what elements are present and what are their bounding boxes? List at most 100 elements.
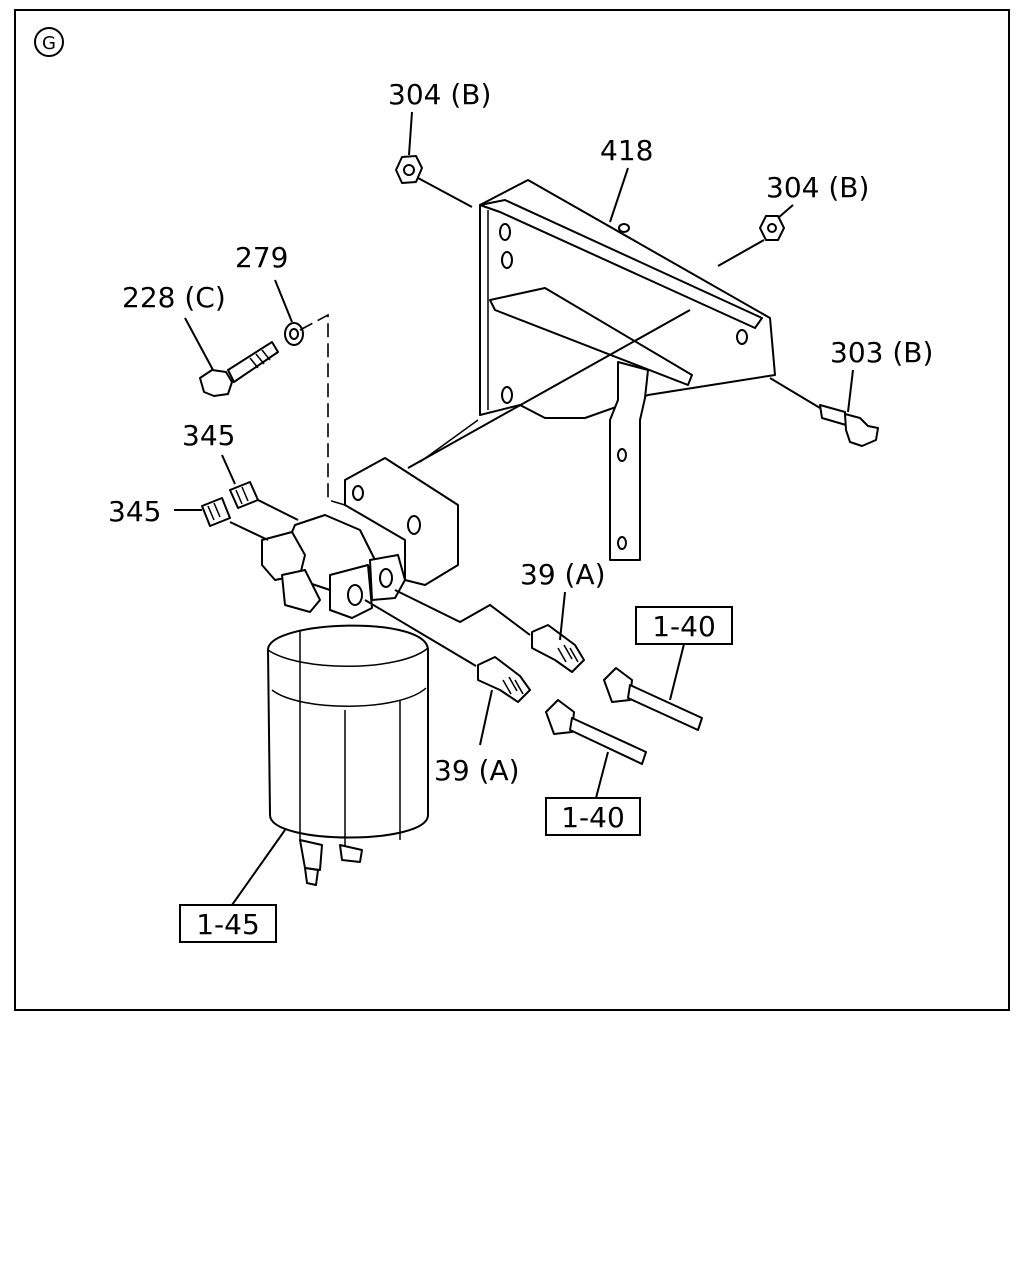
- plug-threads: [235, 486, 249, 505]
- leader-fitting-lower: [479, 689, 493, 746]
- label-plug-345-lower: 345: [108, 495, 161, 528]
- washer-hole: [289, 328, 299, 340]
- leader-bracket: [609, 167, 629, 223]
- bracket-middle-shelf: [489, 287, 693, 386]
- leader-bolt-right: [847, 369, 854, 413]
- label-fitting-39a-upper: 39 (A): [520, 558, 606, 591]
- bolt-head: [844, 413, 879, 447]
- bracket-down-tab: [609, 361, 649, 561]
- leader-washer-path: [299, 313, 346, 506]
- leader-nut-top-to-bracket: [417, 177, 473, 208]
- part-labels: 304 (B) 418 304 (B) 303 (B) 279 228 (C) …: [108, 78, 933, 943]
- bolt-303b: [819, 404, 879, 447]
- bracket-418: [479, 179, 776, 561]
- section-marker-circle: [34, 27, 64, 57]
- label-bolt-303b: 303 (B): [830, 336, 933, 369]
- ref-label-pipe-upper: 1-40: [652, 610, 716, 643]
- ref-box-frame: [635, 606, 733, 645]
- washer-279: [284, 322, 304, 346]
- pipe-tube: [627, 684, 703, 731]
- label-bracket-418: 418: [600, 134, 653, 167]
- filter-drain-tab: [339, 844, 363, 863]
- filter-head-mount-block: [344, 457, 459, 586]
- nut-body: [759, 215, 785, 241]
- filter-head-port-front: [329, 564, 373, 619]
- leader-filter: [231, 829, 286, 906]
- nut-304b-top: [395, 155, 423, 184]
- filter-bowl-ribs: [299, 630, 401, 850]
- section-marker-letter: G: [42, 33, 56, 54]
- label-washer-279: 279: [235, 241, 288, 274]
- fitting-39a-lower: [477, 656, 531, 703]
- label-plug-345-upper: 345: [182, 419, 235, 452]
- washer-ring: [284, 322, 304, 346]
- plug-threads: [207, 502, 221, 521]
- bracket-hole: [501, 251, 513, 269]
- leader-nut-top: [408, 111, 413, 156]
- ref-box-filter[interactable]: 1-45: [179, 904, 277, 943]
- leader-washer: [274, 279, 293, 323]
- leader-plug-upper-to-head: [257, 499, 299, 521]
- pipe-lower: [545, 699, 647, 765]
- bolt-head: [199, 369, 233, 397]
- leader-pipe-upper: [669, 643, 685, 701]
- leader-nut-right-to-bracket: [717, 239, 765, 267]
- bracket-hole: [736, 329, 748, 345]
- ref-box-frame: [179, 904, 277, 943]
- filter-drain-body: [299, 839, 323, 871]
- ref-box-pipe-lower[interactable]: 1-40: [545, 797, 641, 836]
- mount-hole: [407, 515, 421, 535]
- fitting-threads: [557, 644, 579, 663]
- leader-nut-right: [777, 204, 794, 219]
- bracket-hole: [618, 223, 630, 233]
- plug-body: [201, 497, 231, 527]
- plug-345-upper: [229, 481, 259, 509]
- label-nut-304b-right: 304 (B): [766, 171, 869, 204]
- leader-bracket-to-head: [419, 419, 479, 463]
- ref-box-frame: [545, 797, 641, 836]
- plug-345-lower: [201, 497, 231, 527]
- filter-drain-tip: [304, 867, 319, 886]
- filter-bowl-body: [267, 624, 429, 839]
- filter-head: [261, 457, 459, 619]
- label-fitting-39a-lower: 39 (A): [434, 754, 520, 787]
- leader-lines: [174, 111, 854, 906]
- nut-hole: [403, 164, 415, 176]
- diagram-frame: [14, 9, 1010, 1011]
- filter-head-nub: [281, 569, 321, 613]
- fitting-threads: [502, 676, 524, 695]
- filter-bowl-rim: [267, 647, 429, 667]
- plug-body: [229, 481, 259, 509]
- leader-bolt-right-to-bracket: [769, 377, 821, 409]
- label-nut-304b-top: 304 (B): [388, 78, 491, 111]
- leader-plug-lower-to-head: [229, 521, 269, 541]
- label-bolt-228c: 228 (C): [122, 281, 226, 314]
- nut-hole: [767, 223, 777, 233]
- section-marker: G: [34, 27, 64, 57]
- port-hole: [379, 568, 393, 588]
- leader-bolt-left: [184, 317, 214, 371]
- filter-bowl-band: [271, 687, 427, 707]
- ref-box-pipe-upper[interactable]: 1-40: [635, 606, 733, 645]
- nut-body: [395, 155, 423, 184]
- fitting-body: [477, 656, 531, 703]
- pipe-upper: [603, 667, 703, 731]
- nut-304b-right: [759, 215, 785, 241]
- mount-hole: [352, 485, 364, 501]
- leader-plug-upper: [221, 454, 236, 485]
- port-hole: [347, 584, 363, 606]
- bolt-threads: [249, 349, 271, 369]
- filter-head-port-right: [369, 554, 406, 601]
- filter-bowl: [267, 624, 429, 886]
- leader-pipe-lower: [595, 751, 609, 799]
- ref-label-pipe-lower: 1-40: [561, 801, 625, 834]
- fitting-39a-upper: [531, 624, 585, 673]
- leader-fitting-upper: [559, 591, 566, 641]
- leader-fitting-lower-to-head: [364, 599, 477, 667]
- pipe-tube: [569, 717, 647, 765]
- leader-fitting-upper-to-head: [394, 589, 531, 636]
- leader-head-to-bracket: [407, 309, 691, 469]
- bracket-hole: [501, 386, 513, 404]
- bracket-hole: [499, 223, 511, 241]
